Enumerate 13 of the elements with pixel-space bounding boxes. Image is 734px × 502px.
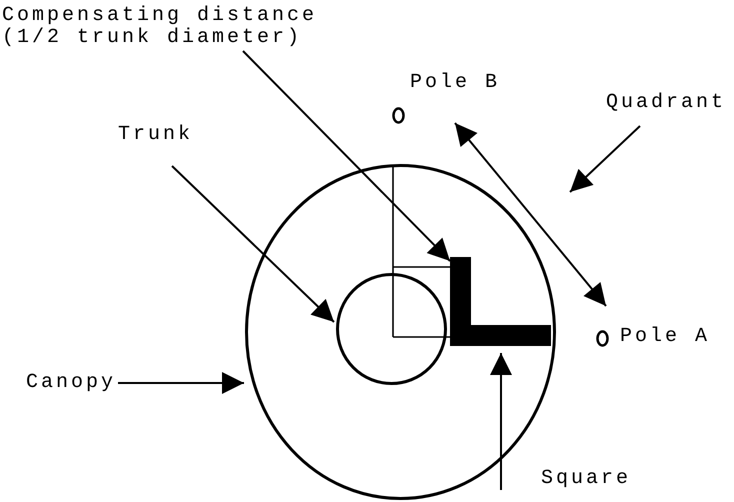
leader-line bbox=[118, 372, 244, 394]
pole-label: Pole B bbox=[410, 72, 500, 94]
leader-line bbox=[490, 353, 512, 490]
leader-line bbox=[569, 125, 641, 193]
double-arrow bbox=[454, 122, 607, 307]
callout-label: Trunk bbox=[118, 124, 194, 146]
leader-line bbox=[242, 50, 451, 262]
callout-label: Square bbox=[541, 468, 632, 490]
callout-label: Quadrant bbox=[606, 92, 726, 114]
pole-label: Pole A bbox=[620, 326, 710, 348]
leader-line bbox=[171, 165, 335, 323]
callout-label: Compensating distance (1/2 trunk diameter) bbox=[2, 5, 347, 49]
callout-label: Canopy bbox=[26, 372, 116, 394]
